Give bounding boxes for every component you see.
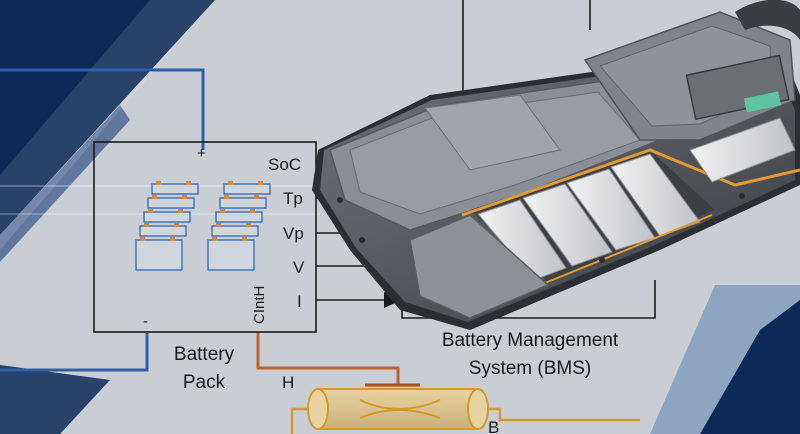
thermal-wire — [256, 332, 400, 385]
battery-pack-title-line1: Battery — [174, 344, 235, 365]
bms-title-line2: System (BMS) — [469, 358, 591, 379]
minus-terminal-label: - — [143, 313, 148, 330]
pack-cells — [477, 153, 701, 281]
thermal-mass-icon — [290, 383, 640, 434]
minus-wire — [0, 333, 149, 372]
battery-pack-title-line2: Pack — [183, 372, 226, 393]
battery-pack-3d-illustration — [312, 0, 800, 330]
port-tp-label: Tp — [283, 189, 303, 208]
bms-title-line1: Battery Management — [442, 330, 619, 351]
battery-pack-block — [93, 141, 317, 333]
port-i-label: I — [297, 292, 302, 311]
navy-band-left-accent — [0, 105, 130, 262]
navy-band-bottom-left — [0, 365, 110, 434]
blue-shape-br-dark — [700, 300, 800, 434]
thermal-b-label: B — [488, 418, 499, 434]
plus-terminal-label: + — [197, 145, 206, 162]
thermal-h-label: H — [282, 373, 294, 392]
port-vp-label: Vp — [283, 224, 304, 243]
cell-stack-left — [135, 181, 199, 271]
port-soc-label: SoC — [268, 155, 301, 174]
cell-stack-right — [207, 181, 271, 271]
port-v-label: V — [293, 258, 305, 277]
port-cinth-label: CIntH — [251, 286, 268, 324]
battery-cells-icon — [135, 181, 271, 271]
plus-wire — [0, 68, 205, 150]
navy-band-left — [0, 0, 215, 235]
light-diagonal — [0, 0, 215, 250]
